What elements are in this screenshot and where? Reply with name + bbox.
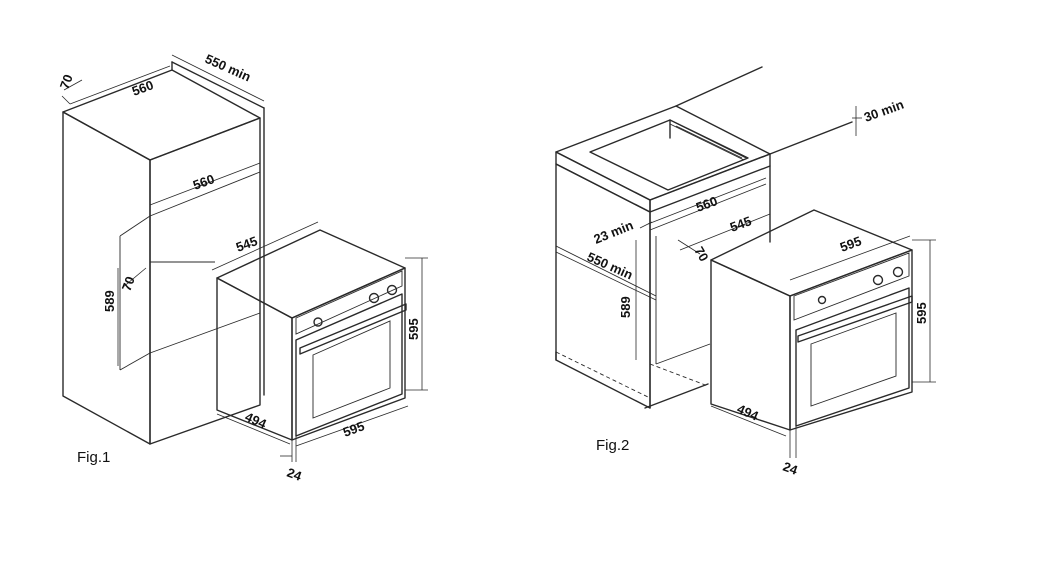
fig1-cabinet [62, 61, 265, 445]
fig2-dim-595-width: 595 [838, 233, 864, 255]
fig2-dim-595-height: 595 [914, 302, 929, 324]
fig1-dim-595-width: 595 [341, 418, 367, 440]
fig2-dimension-labels: 30 min 23 min 560 545 70 550 min 589 595… [585, 97, 929, 478]
fig2-dim-23min: 23 min [592, 217, 636, 246]
fig2-dimension-lines [555, 106, 936, 458]
fig2-cabinet [555, 163, 771, 409]
fig2-countertop [555, 66, 853, 213]
fig1-dim-70-side: 70 [119, 274, 138, 293]
fig1-caption: Fig.1 [77, 449, 110, 466]
fig2-dim-494: 494 [735, 401, 762, 424]
fig1-dim-560-niche: 560 [191, 171, 217, 193]
fig2-dim-589: 589 [618, 296, 633, 318]
fig2-dim-545: 545 [728, 213, 754, 235]
fig1-dim-550min: 550 min [203, 51, 253, 84]
fig2-dim-24: 24 [781, 459, 800, 478]
fig1-dim-70-top: 70 [57, 72, 76, 91]
fig1-dim-24: 24 [285, 465, 304, 484]
fig2-dim-30min: 30 min [862, 97, 906, 125]
fig1-oven [216, 229, 407, 441]
fig2-caption: Fig.2 [596, 437, 629, 454]
fig1-dim-589: 589 [102, 290, 117, 312]
fig1-dim-494: 494 [243, 409, 270, 432]
fig1-dim-560-top: 560 [130, 77, 156, 99]
fig2-dim-560: 560 [694, 193, 720, 215]
fig1-dim-545: 545 [234, 233, 260, 255]
fig2-dim-70: 70 [691, 244, 711, 264]
fig2-oven [710, 209, 913, 431]
fig1-dimension-lines [61, 54, 428, 462]
fig1-dim-595-height: 595 [406, 318, 421, 340]
fig2-dim-550min: 550 min [585, 249, 635, 282]
